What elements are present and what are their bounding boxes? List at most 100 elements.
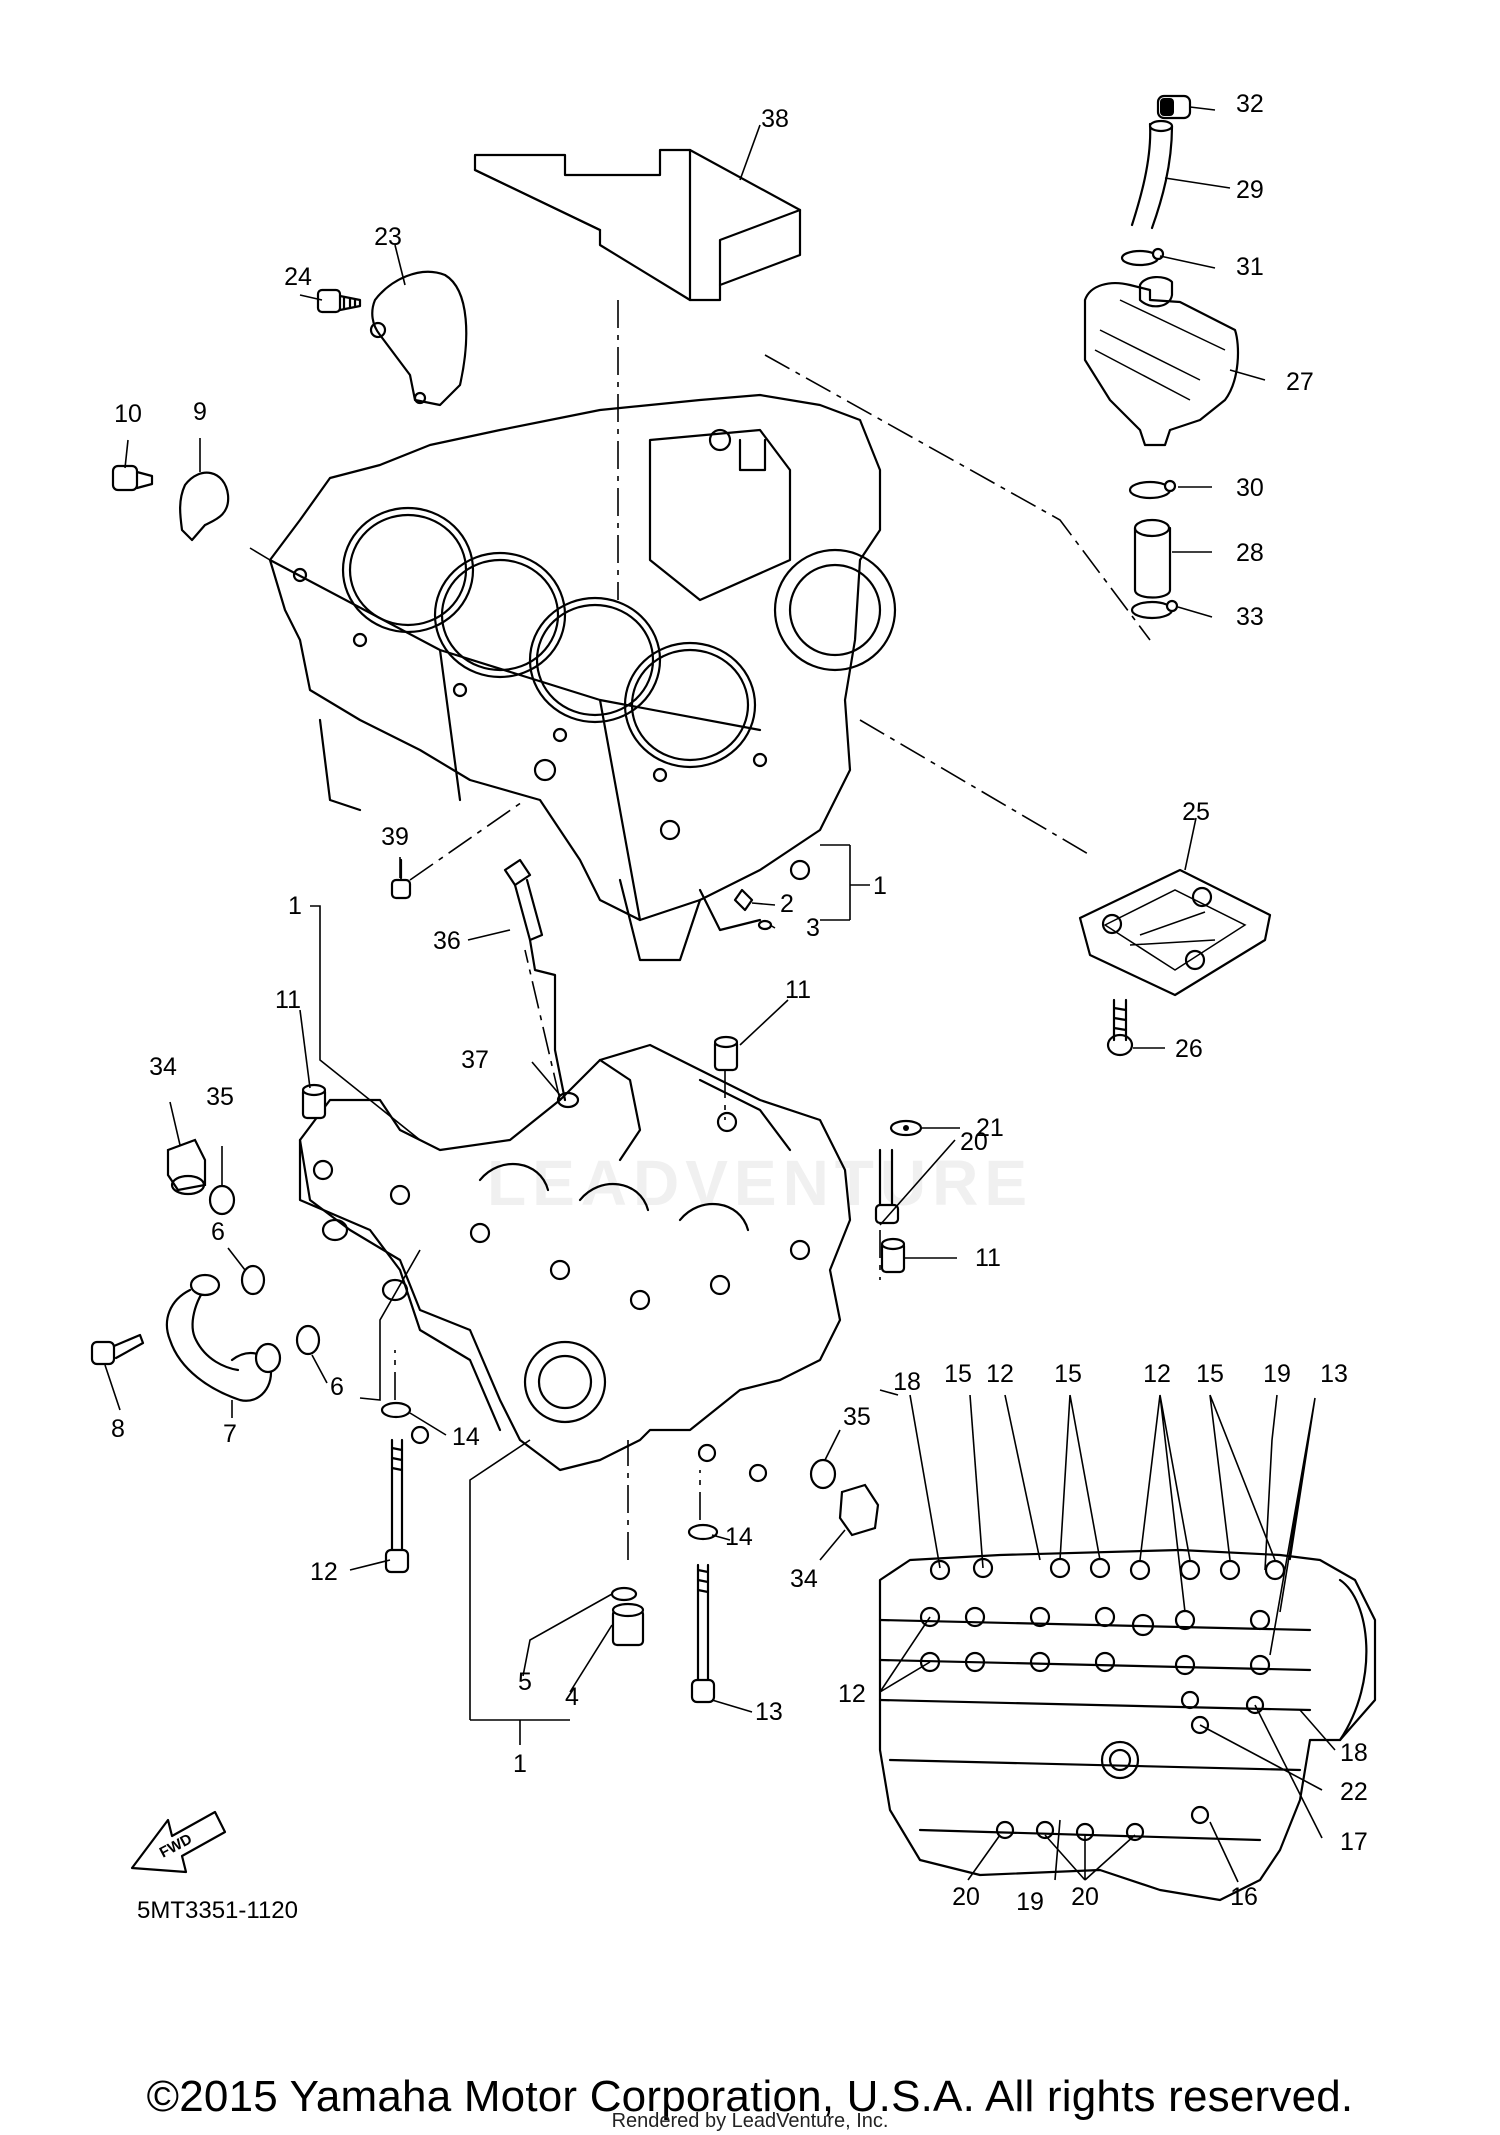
part-5-oring bbox=[610, 1586, 638, 1602]
watermark: LEADVENTURE bbox=[487, 1147, 1033, 1219]
callout-labels: 38 32 29 31 27 30 28 33 23 24 10 9 25 26… bbox=[111, 90, 1368, 1916]
callout-23: 23 bbox=[374, 223, 402, 251]
callout-16: 16 bbox=[1230, 1883, 1258, 1911]
callout-10: 10 bbox=[114, 400, 142, 428]
diagram-code: 5MT3351-1120 bbox=[137, 1897, 298, 1924]
callout-19-b: 19 bbox=[1016, 1888, 1044, 1916]
part-21-washer bbox=[889, 1119, 923, 1137]
part-28-hose bbox=[1133, 518, 1172, 599]
part-32-clamp bbox=[1156, 94, 1192, 120]
callout-8: 8 bbox=[111, 1415, 125, 1443]
callout-4: 4 bbox=[565, 1683, 579, 1711]
callout-1-upper-left: 1 bbox=[288, 892, 302, 920]
part-7-pipe bbox=[165, 1273, 282, 1402]
part-12-bolt bbox=[384, 1438, 410, 1574]
callout-12-d: 12 bbox=[838, 1680, 866, 1708]
part-30-clamp bbox=[1128, 479, 1177, 500]
callout-1-lower: 1 bbox=[513, 1750, 527, 1778]
callout-25: 25 bbox=[1182, 798, 1210, 826]
part-10-bolt bbox=[111, 464, 154, 492]
part-39-bolt bbox=[390, 858, 412, 900]
callout-35-b: 35 bbox=[843, 1403, 871, 1431]
part-26-bolt bbox=[1106, 998, 1134, 1057]
callout-13-a: 13 bbox=[755, 1698, 783, 1726]
callout-12-c: 12 bbox=[1143, 1360, 1171, 1388]
reference-lines bbox=[249, 300, 1151, 1560]
callout-37: 37 bbox=[461, 1046, 489, 1074]
callout-15-c: 15 bbox=[1196, 1360, 1224, 1388]
part-9-cover bbox=[179, 471, 230, 542]
callout-24: 24 bbox=[284, 263, 312, 291]
fwd-direction-icon: FWD bbox=[130, 1810, 227, 1874]
callout-11-a: 11 bbox=[785, 976, 811, 1004]
callout-15-b: 15 bbox=[1054, 1360, 1082, 1388]
callout-1-upper-right: 1 bbox=[873, 872, 887, 900]
part-35-gasket bbox=[208, 1184, 236, 1216]
part-24-bolt bbox=[316, 288, 362, 314]
callout-31: 31 bbox=[1236, 253, 1264, 281]
part-2-dowel bbox=[733, 888, 754, 912]
callout-18-a: 18 bbox=[893, 1368, 921, 1396]
part-38-cover bbox=[473, 148, 802, 302]
callout-20-a: 20 bbox=[960, 1128, 988, 1156]
callout-9: 9 bbox=[193, 398, 207, 426]
callout-15-a: 15 bbox=[944, 1360, 972, 1388]
part-6-oring-b bbox=[295, 1324, 321, 1356]
callout-32: 32 bbox=[1236, 90, 1264, 118]
upper-crankcase bbox=[268, 393, 897, 962]
callout-17: 17 bbox=[1340, 1828, 1368, 1856]
lower-crankcase bbox=[298, 1043, 852, 1483]
callout-11-c: 11 bbox=[975, 1244, 1001, 1272]
callout-13-b: 13 bbox=[1320, 1360, 1348, 1388]
callout-14-b: 14 bbox=[725, 1523, 753, 1551]
part-34-plug-b bbox=[838, 1483, 880, 1537]
callout-20-b: 20 bbox=[952, 1883, 980, 1911]
part-11-dowel-a bbox=[713, 1035, 739, 1072]
callout-20-c: 20 bbox=[1071, 1883, 1099, 1911]
leader-lines bbox=[104, 106, 1336, 1883]
part-25-oil-pan-plate bbox=[1078, 868, 1272, 997]
callout-22: 22 bbox=[1340, 1778, 1368, 1806]
part-4-dowel bbox=[611, 1602, 645, 1647]
callout-36: 36 bbox=[433, 927, 461, 955]
part-20-bolt bbox=[874, 1148, 900, 1225]
callout-14-a: 14 bbox=[452, 1423, 480, 1451]
callout-34-a: 34 bbox=[149, 1053, 177, 1081]
part-34-plug bbox=[166, 1138, 207, 1196]
fwd-label: FWD bbox=[157, 1830, 195, 1861]
callout-12-a: 12 bbox=[310, 1558, 338, 1586]
callout-5: 5 bbox=[518, 1668, 532, 1696]
part-13-bolt bbox=[690, 1563, 716, 1704]
callout-33: 33 bbox=[1236, 603, 1264, 631]
part-27-breather-box bbox=[1083, 276, 1240, 447]
callout-29: 29 bbox=[1236, 176, 1264, 204]
callout-7: 7 bbox=[223, 1420, 237, 1448]
callout-26: 26 bbox=[1175, 1035, 1203, 1063]
callout-38: 38 bbox=[761, 105, 789, 133]
callout-2: 2 bbox=[780, 890, 794, 918]
part-23-cover bbox=[369, 270, 468, 407]
callout-21: 21 bbox=[976, 1114, 1004, 1142]
callout-3: 3 bbox=[806, 914, 820, 942]
part-31-clamp bbox=[1120, 247, 1165, 267]
part-14-washer-a bbox=[380, 1401, 412, 1419]
part-8-bolt bbox=[90, 1333, 145, 1366]
rendered-by-notice: Rendered by LeadVenture, Inc. bbox=[611, 2110, 889, 2132]
part-3-oring bbox=[757, 919, 773, 931]
callout-39: 39 bbox=[381, 823, 409, 851]
callout-11-b: 11 bbox=[275, 986, 301, 1014]
callout-35-a: 35 bbox=[206, 1083, 234, 1111]
part-29-hose bbox=[1130, 119, 1174, 230]
callout-12-b: 12 bbox=[986, 1360, 1014, 1388]
callout-27: 27 bbox=[1286, 368, 1314, 396]
part-11-dowel-c bbox=[880, 1237, 906, 1274]
part-11-dowel-b bbox=[301, 1083, 327, 1120]
part-6-oring-a bbox=[240, 1264, 266, 1296]
part-33-clamp bbox=[1130, 599, 1179, 620]
callout-19-a: 19 bbox=[1263, 1360, 1291, 1388]
part-36-oil-level-switch bbox=[503, 858, 567, 1102]
callout-30: 30 bbox=[1236, 474, 1264, 502]
callout-28: 28 bbox=[1236, 539, 1264, 567]
callout-34-b: 34 bbox=[790, 1565, 818, 1593]
